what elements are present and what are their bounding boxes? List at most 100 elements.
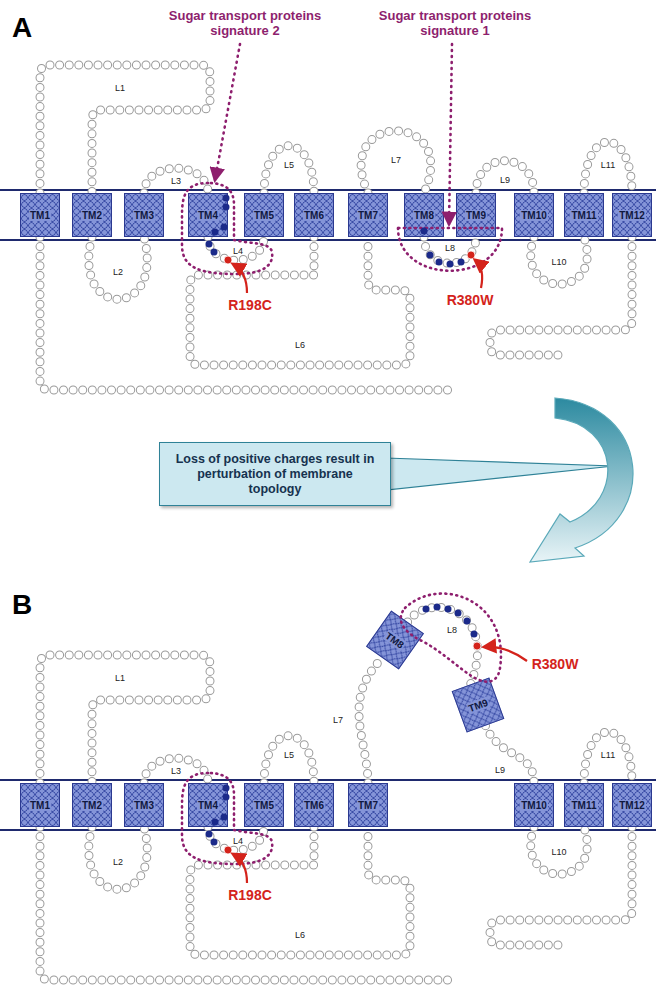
residue-chain (584, 142, 632, 193)
helix-label: TM10 (520, 800, 548, 811)
transmembrane-helix: TM3 (124, 193, 164, 237)
loop-connector (40, 65, 210, 193)
residue-chain (584, 732, 632, 783)
transmembrane-helix: TM12 (612, 783, 652, 827)
residue-chain (486, 726, 534, 783)
mutation-site (473, 642, 481, 650)
mutation-label: R198C (228, 888, 272, 902)
residue-chain (190, 237, 410, 365)
transmembrane-helix: TM6 (294, 193, 334, 237)
helix-label: TM7 (357, 210, 379, 221)
mutation-arrow (233, 264, 247, 293)
residue-chain (584, 142, 632, 193)
residue-chain (190, 237, 410, 365)
loop-label: L1 (115, 674, 125, 683)
loop-connector (359, 658, 382, 783)
loop-connector (476, 161, 534, 193)
transmembrane-helix: TM7 (348, 193, 388, 237)
helix-label: TM9 (466, 696, 490, 714)
motif-outline (398, 228, 502, 271)
membrane-line (0, 239, 656, 241)
residue-chain (264, 736, 314, 783)
transmembrane-helix: TM2 (72, 783, 112, 827)
loop-connector (408, 607, 478, 684)
motif-residue (464, 618, 471, 625)
motif-residue (421, 228, 428, 235)
residue-chain (408, 607, 478, 684)
transmembrane-helix: TM1 (20, 783, 60, 827)
loop-connector (89, 237, 147, 299)
helix-label: TM11 (570, 210, 597, 221)
loop-label: L2 (113, 268, 123, 277)
transmembrane-helix: TM11 (564, 193, 604, 237)
loop-label: L1 (115, 84, 125, 93)
residue-chain (208, 237, 264, 260)
motif-residue (471, 631, 478, 638)
motif-residue (434, 604, 441, 611)
helix-label: TM8 (413, 210, 435, 221)
membrane-line (0, 189, 656, 191)
loop-label: L8 (445, 244, 455, 253)
transmembrane-helix: TM1 (20, 193, 60, 237)
loop-label: L4 (233, 247, 243, 256)
loop-connector (264, 736, 314, 783)
residue-chain (144, 168, 208, 193)
loop-connector (89, 827, 147, 889)
membrane-line (0, 829, 656, 831)
loop-label: L5 (284, 161, 294, 170)
transmembrane-helix: TM10 (514, 783, 554, 827)
transmembrane-helix: TM8 (404, 193, 444, 237)
motif-residue (206, 241, 213, 248)
loop-connector (208, 237, 264, 260)
transmembrane-helix: TM9 (452, 677, 505, 732)
helix-label: TM12 (618, 800, 646, 811)
transmembrane-helix: TM10 (514, 193, 554, 237)
residue-chain (531, 827, 588, 874)
motif-residue (427, 252, 434, 259)
helix-label: TM9 (465, 210, 487, 221)
helix-label: TM8 (383, 629, 407, 651)
loop-label: L7 (333, 716, 343, 725)
loop-connector (531, 827, 588, 874)
helix-label: TM5 (253, 800, 275, 811)
membrane-line (0, 779, 656, 781)
signature-motif (182, 773, 272, 864)
callout-box: Loss of positive charges result in pertu… (159, 442, 391, 506)
helix-label: TM2 (81, 210, 103, 221)
transmembrane-helix: TM8 (366, 611, 424, 670)
helix-label: TM10 (520, 210, 548, 221)
residue-chain (190, 827, 410, 955)
loop-label: L2 (113, 858, 123, 867)
loop-label: L4 (233, 837, 243, 846)
loop-connector (361, 131, 431, 193)
motif-pointer (215, 44, 240, 180)
loop-label: L8 (447, 626, 457, 635)
helix-label: TM4 (197, 210, 219, 221)
mutation-label: R380W (447, 293, 494, 307)
loop-connector (531, 237, 588, 284)
loop-connector (424, 237, 476, 263)
residue-chain (531, 237, 588, 284)
loop-label: L9 (495, 766, 505, 775)
helix-label: TM1 (29, 210, 51, 221)
residue-chain (424, 237, 476, 263)
residue-chain (486, 726, 534, 783)
helix-label: TM1 (29, 800, 51, 811)
loop-label: L10 (551, 848, 566, 857)
motif-residue (447, 261, 454, 268)
residue-chain (190, 827, 410, 955)
motif-label: Sugar transport proteins signature 2 (163, 9, 328, 39)
transmembrane-helix: TM5 (244, 193, 284, 237)
loop-label: L11 (601, 751, 615, 760)
residue-chain (476, 161, 534, 193)
motif-residue (223, 204, 230, 211)
residue-chain (208, 237, 264, 260)
motif-residue (445, 606, 452, 613)
panel-letter: A (12, 14, 32, 42)
motif-residue (455, 610, 462, 617)
loop-label: L7 (391, 156, 401, 165)
terminal-tail (40, 237, 632, 390)
mutation-label: R198C (228, 298, 272, 312)
residue-chain (89, 827, 147, 889)
